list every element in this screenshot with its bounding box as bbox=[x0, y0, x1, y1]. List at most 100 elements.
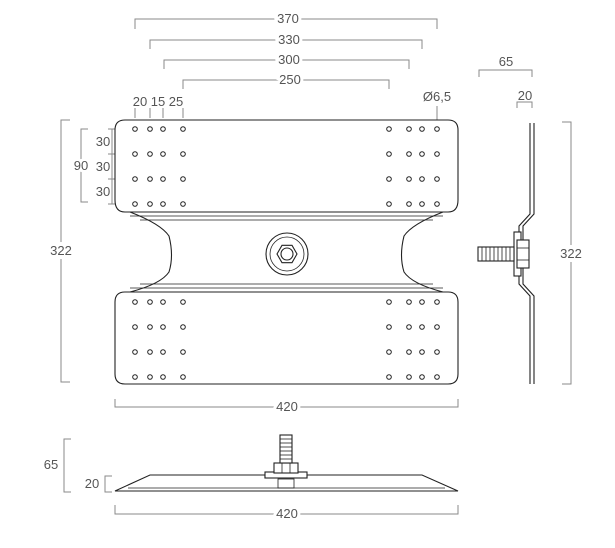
bottom-bolt-head bbox=[277, 478, 295, 489]
mounting-hole bbox=[180, 324, 186, 330]
mounting-hole bbox=[406, 176, 412, 182]
lower-plate bbox=[114, 291, 459, 385]
dim-line-330 bbox=[149, 39, 423, 49]
dim-30-b: 30 bbox=[96, 159, 110, 174]
mounting-hole bbox=[434, 126, 440, 132]
mounting-hole bbox=[180, 299, 186, 305]
dim-line-65-side bbox=[478, 69, 533, 77]
mounting-hole bbox=[419, 299, 425, 305]
mounting-hole bbox=[132, 151, 138, 157]
width-420-bottom: 420 bbox=[276, 506, 298, 521]
mounting-hole bbox=[132, 324, 138, 330]
mounting-hole bbox=[160, 324, 166, 330]
mounting-hole bbox=[406, 201, 412, 207]
mounting-hole bbox=[419, 374, 425, 380]
bottom-nut bbox=[273, 462, 299, 474]
dim-line-250 bbox=[182, 79, 390, 89]
dim-line-370 bbox=[134, 18, 438, 29]
mounting-hole bbox=[180, 126, 186, 132]
mounting-hole bbox=[434, 201, 440, 207]
mounting-hole bbox=[132, 201, 138, 207]
dim-line-20-bottom bbox=[104, 475, 112, 493]
dim-30-a: 30 bbox=[96, 134, 110, 149]
mounting-hole bbox=[419, 349, 425, 355]
mounting-hole bbox=[406, 126, 412, 132]
mounting-hole bbox=[132, 176, 138, 182]
dim-line-20-side bbox=[516, 101, 533, 108]
mounting-hole bbox=[406, 324, 412, 330]
mounting-hole bbox=[386, 176, 392, 182]
mounting-hole bbox=[386, 299, 392, 305]
dim-line-322-right bbox=[562, 121, 572, 385]
dim-line-300 bbox=[163, 59, 410, 69]
dim-15: 15 bbox=[151, 94, 165, 109]
bottom-view: 65 20 420 bbox=[44, 434, 459, 524]
side-plate-20: 20 bbox=[518, 88, 532, 103]
bottom-bolt-thread bbox=[280, 438, 292, 460]
side-width-65: 65 bbox=[499, 54, 513, 69]
mounting-hole bbox=[180, 176, 186, 182]
mounting-hole bbox=[160, 349, 166, 355]
side-bolt-thread bbox=[481, 247, 511, 261]
height-322-left: 322 bbox=[50, 243, 72, 258]
mounting-hole bbox=[386, 374, 392, 380]
mounting-hole bbox=[160, 374, 166, 380]
hole-diameter-label: Ø6,5 bbox=[423, 89, 451, 104]
mounting-hole bbox=[386, 349, 392, 355]
mounting-hole bbox=[406, 374, 412, 380]
dim-line-322-left bbox=[60, 119, 70, 383]
dim-300: 300 bbox=[278, 52, 300, 67]
mounting-hole bbox=[406, 299, 412, 305]
mounting-hole bbox=[160, 299, 166, 305]
mounting-hole bbox=[160, 126, 166, 132]
mounting-hole bbox=[419, 126, 425, 132]
mounting-hole bbox=[386, 126, 392, 132]
mounting-hole bbox=[180, 151, 186, 157]
mounting-hole bbox=[434, 374, 440, 380]
mounting-hole bbox=[434, 324, 440, 330]
mounting-hole bbox=[160, 176, 166, 182]
mounting-hole bbox=[434, 151, 440, 157]
dim-25: 25 bbox=[169, 94, 183, 109]
mounting-holes bbox=[132, 126, 440, 380]
mounting-hole bbox=[419, 324, 425, 330]
bolt-end bbox=[280, 247, 294, 261]
mounting-hole bbox=[160, 201, 166, 207]
bottom-bolt-shank bbox=[279, 434, 293, 464]
mounting-hole bbox=[386, 151, 392, 157]
mounting-hole bbox=[386, 324, 392, 330]
mounting-hole bbox=[386, 201, 392, 207]
mounting-hole bbox=[147, 201, 153, 207]
width-420-front: 420 bbox=[276, 399, 298, 414]
mounting-hole bbox=[434, 176, 440, 182]
dim-90: 90 bbox=[74, 158, 88, 173]
top-dimensions: 370 330 300 250 20 15 25 Ø6,5 bbox=[133, 8, 451, 126]
dim-line-65-bottom bbox=[63, 438, 71, 493]
mounting-hole bbox=[132, 126, 138, 132]
side-nut bbox=[516, 239, 530, 269]
dim-20: 20 bbox=[133, 94, 147, 109]
front-width-dimension: 420 bbox=[114, 396, 459, 417]
upper-plate bbox=[114, 119, 459, 213]
bottom-plate-20: 20 bbox=[85, 476, 99, 491]
mounting-hole bbox=[132, 299, 138, 305]
mounting-hole bbox=[147, 151, 153, 157]
side-bolt-shank bbox=[477, 246, 515, 262]
mounting-hole bbox=[419, 201, 425, 207]
left-dimensions: 322 90 30 30 30 bbox=[46, 119, 116, 383]
mounting-hole bbox=[434, 299, 440, 305]
front-view bbox=[114, 119, 459, 385]
dim-line-90 bbox=[80, 128, 88, 203]
mounting-hole bbox=[147, 299, 153, 305]
side-view: 65 20 322 bbox=[477, 54, 586, 385]
height-322-right: 322 bbox=[560, 246, 582, 261]
mounting-hole bbox=[147, 324, 153, 330]
mounting-hole bbox=[132, 349, 138, 355]
mounting-hole bbox=[147, 176, 153, 182]
mounting-hole bbox=[434, 349, 440, 355]
mounting-hole bbox=[147, 374, 153, 380]
mounting-hole bbox=[147, 126, 153, 132]
mounting-hole bbox=[406, 349, 412, 355]
mounting-hole bbox=[180, 374, 186, 380]
